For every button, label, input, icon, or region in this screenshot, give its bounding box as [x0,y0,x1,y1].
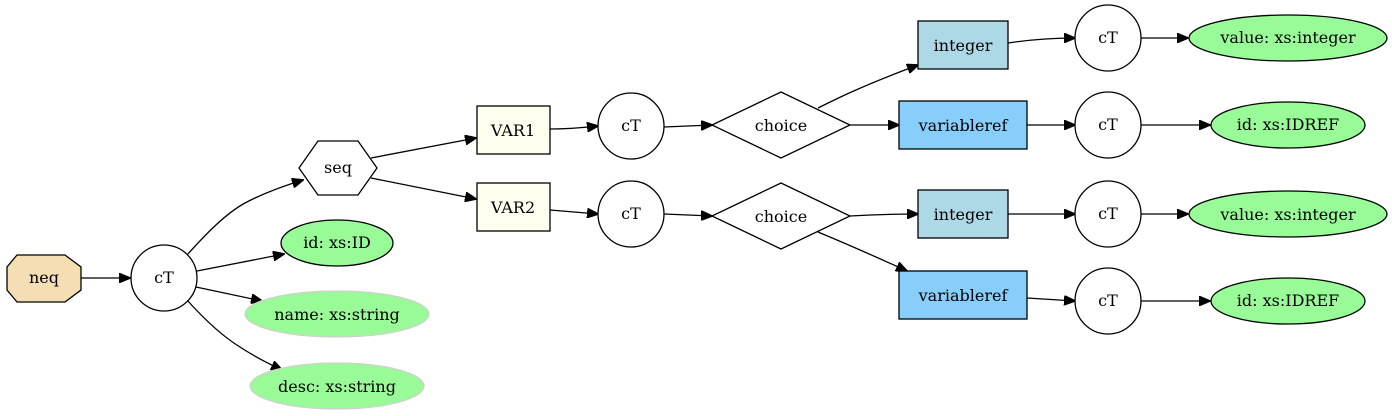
varref1-label: variableref [918,116,1009,135]
choice2-label: choice [755,207,807,226]
ct-var2-label: cT [621,204,641,223]
node-choice1: choice [710,91,852,159]
edge-ct-seq [186,180,303,256]
ct-root-label: cT [154,268,174,287]
var1-label: VAR1 [490,121,535,140]
choice1-label: choice [755,116,807,135]
edge-choice2-varref [817,231,907,271]
node-attr-desc: desc: xs:string [249,362,425,410]
node-integer1: integer [917,20,1009,70]
node-value1: value: xs:integer [1188,14,1388,62]
ct-vr1-label: cT [1098,115,1118,134]
neq-label: neq [29,268,59,287]
edge-ct-choice1 [663,125,712,127]
node-seq: seq [298,140,378,196]
node-neq: neq [6,254,82,303]
node-idref2: id: xs:IDREF [1210,277,1366,325]
node-varref1: variableref [898,100,1028,150]
seq-label: seq [324,158,352,177]
attr-id-label: id: xs:ID [303,233,371,252]
edge-ct-name [195,286,262,301]
attr-name-label: name: xs:string [274,305,400,324]
neq-octagon [6,254,82,303]
edge-integer1-ct [1007,38,1075,44]
node-choice2: choice [710,182,852,250]
value2-label: value: xs:integer [1219,205,1356,224]
ct-int1-label: cT [1098,28,1118,47]
attr-desc-label: desc: xs:string [278,377,396,396]
node-ct-var1: cT [597,92,665,160]
node-idref1: id: xs:IDREF [1210,101,1366,149]
edge-ct-desc [186,299,282,370]
edge-choice2-integer [849,214,918,216]
varref2-label: variableref [918,286,1009,305]
node-value2: value: xs:integer [1188,190,1388,238]
node-attr-name: name: xs:string [244,290,430,338]
node-ct-int1: cT [1074,4,1142,72]
ct-int2-label: cT [1098,204,1118,223]
node-ct-vr2: cT [1074,267,1142,335]
ct-vr2-label: cT [1098,291,1118,310]
integer2-label: integer [934,205,993,224]
idref1-label: id: xs:IDREF [1237,115,1339,134]
idref2-label: id: xs:IDREF [1237,291,1339,310]
integer1-label: integer [934,36,993,55]
node-ct-root: cT [130,244,198,312]
node-ct-vr1: cT [1074,91,1142,159]
var2-label: VAR2 [490,198,535,217]
edges [81,38,1210,370]
edge-ct-choice2 [663,214,712,216]
node-ct-int2: cT [1074,180,1142,248]
edge-var2-ct [549,210,598,214]
edge-seq-var2 [370,177,476,199]
node-attr-id: id: xs:ID [280,219,394,267]
edge-seq-var1 [370,138,476,159]
ct-var1-label: cT [621,116,641,135]
edge-var1-ct [549,126,598,129]
node-var2: VAR2 [476,182,551,232]
node-integer2: integer [917,189,1009,239]
node-varref2: variableref [898,270,1028,320]
value1-label: value: xs:integer [1219,28,1356,47]
node-var1: VAR1 [476,105,551,155]
edge-ct-id [196,254,284,272]
edge-choice1-integer [817,65,918,109]
edge-varref2-ct [1026,298,1075,301]
node-ct-var2: cT [597,180,665,248]
